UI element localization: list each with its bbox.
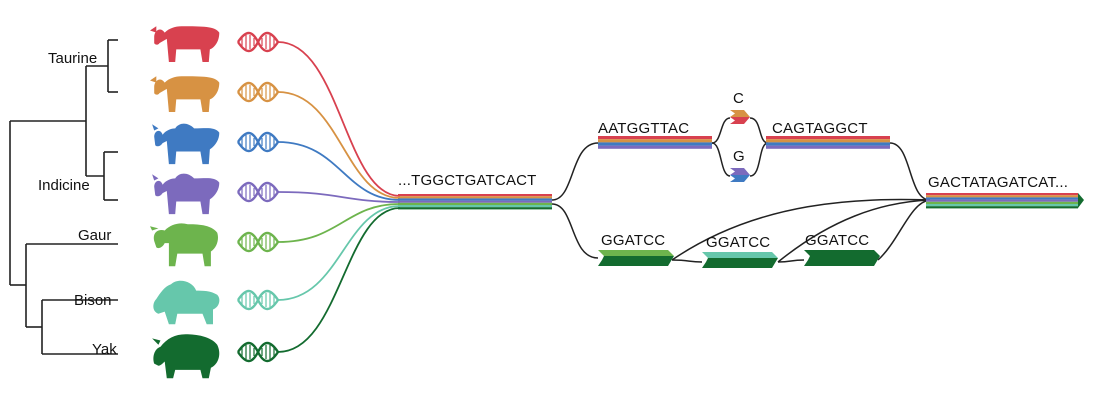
- snp-strand: [730, 168, 750, 175]
- shared-left-sequence: ...TGGCTGATCACT: [398, 172, 537, 189]
- sequence-strand: [398, 194, 552, 197]
- sequence-strand: [766, 136, 890, 140]
- tree-label-bison: Bison: [74, 292, 112, 309]
- repeat-sequence-1: GGATCC: [601, 232, 665, 249]
- bundle-arrow-tip: [1078, 193, 1084, 208]
- snp-top-label: C: [733, 90, 744, 107]
- lineage-curve: [277, 141, 401, 201]
- snp-top-chevron: [730, 110, 750, 124]
- tree-label-yak: Yak: [92, 341, 117, 358]
- bison-bison-icon: [153, 280, 220, 325]
- sequence-strand: [398, 202, 552, 205]
- repeat-strand: [804, 256, 880, 266]
- graph-edge: [551, 203, 599, 259]
- sequence-bundles: [398, 110, 1084, 268]
- snp-strand: [730, 110, 750, 117]
- upper-left-bundle: [598, 136, 712, 149]
- snp-strand: [730, 175, 750, 182]
- tree-label-indicine: Indicine: [38, 177, 90, 194]
- sequence-strand: [926, 197, 1078, 200]
- lineage-curve: [277, 207, 401, 353]
- repeat-strand: [702, 252, 778, 258]
- upper-right-bundle: [766, 136, 890, 149]
- sequence-strand: [926, 201, 1078, 204]
- graph-edge: [749, 142, 769, 177]
- lineage-curve: [277, 205, 401, 301]
- sequence-labels: ...TGGCTGATCACT AATGGTTAC C G CAGTAGGCT …: [398, 90, 1068, 251]
- sequence-strand: [398, 207, 552, 210]
- graph-edge: [777, 259, 805, 263]
- dna-helix-icon: [236, 131, 280, 153]
- sequence-strand: [766, 145, 890, 149]
- dna-helix-icon: [236, 289, 280, 311]
- sequence-strand: [926, 204, 1078, 207]
- sequence-strand: [598, 136, 712, 140]
- graph-edge: [551, 142, 599, 201]
- graph-edge: [777, 199, 931, 263]
- graph-edge: [711, 142, 731, 177]
- graph-connectors: [551, 117, 931, 263]
- indicine-cow-2-zebu-icon: [152, 173, 220, 215]
- tree-label-taurine: Taurine: [48, 50, 97, 67]
- dna-helix-icon: [236, 231, 280, 253]
- graph-edge: [671, 198, 931, 261]
- sequence-strand: [926, 206, 1078, 209]
- repeat-strand: [598, 250, 674, 256]
- repeat-sequence-2: GGATCC: [706, 234, 770, 251]
- indicine-cow-1-zebu-icon: [152, 123, 220, 165]
- sequence-strand: [398, 205, 552, 208]
- sequence-strand: [398, 200, 552, 203]
- repeat-strand: [702, 258, 778, 268]
- dna-icons: [236, 31, 280, 363]
- upper-left-sequence: AATGGTTAC: [598, 120, 689, 137]
- sequence-strand: [766, 139, 890, 143]
- dna-helix-icon: [236, 31, 280, 53]
- gaur-gaur-icon: [150, 223, 218, 267]
- yak-yak-icon: [152, 334, 220, 379]
- shared-right-bundle: [926, 193, 1084, 209]
- repeat-sequence-3: GGATCC: [805, 232, 869, 249]
- taurine-cow-2-cow-icon: [150, 76, 220, 112]
- graph-edge: [671, 259, 703, 263]
- graph-edge: [889, 142, 931, 201]
- phylogenetic-tree: [9, 39, 118, 355]
- sequence-strand: [398, 196, 552, 199]
- sequence-strand: [398, 198, 552, 201]
- repeat-block-1: [598, 250, 674, 266]
- dna-helix-icon: [236, 341, 280, 363]
- taurine-cow-1-cow-icon: [150, 26, 220, 62]
- repeat-strand: [598, 256, 674, 266]
- converging-curves: [277, 41, 401, 353]
- upper-right-sequence: CAGTAGGCT: [772, 120, 868, 137]
- sequence-strand: [926, 195, 1078, 198]
- sequence-strand: [598, 142, 712, 146]
- sequence-strand: [598, 145, 712, 149]
- lineage-curve: [277, 91, 401, 199]
- snp-bottom-label: G: [733, 148, 745, 165]
- repeat-block-2: [702, 252, 778, 268]
- graph-edge: [877, 199, 931, 261]
- animal-silhouettes: [150, 26, 220, 379]
- shared-right-sequence: GACTATAGATCAT...: [928, 174, 1068, 191]
- shared-left-bundle: [398, 194, 552, 210]
- snp-bottom-chevron: [730, 168, 750, 182]
- graph-edge: [749, 117, 769, 144]
- lineage-curve: [277, 41, 401, 197]
- sequence-strand: [926, 199, 1078, 202]
- repeat-block-3: [804, 250, 880, 266]
- sequence-strand: [598, 139, 712, 143]
- lineage-curve: [277, 191, 401, 203]
- sequence-strand: [926, 193, 1078, 196]
- lineage-curve: [277, 203, 401, 243]
- dna-helix-icon: [236, 181, 280, 203]
- tree-label-gaur: Gaur: [78, 227, 111, 244]
- repeat-strand: [804, 250, 880, 256]
- snp-strand: [730, 117, 750, 124]
- dna-helix-icon: [236, 81, 280, 103]
- sequence-strand: [766, 142, 890, 146]
- graph-edge: [711, 117, 731, 144]
